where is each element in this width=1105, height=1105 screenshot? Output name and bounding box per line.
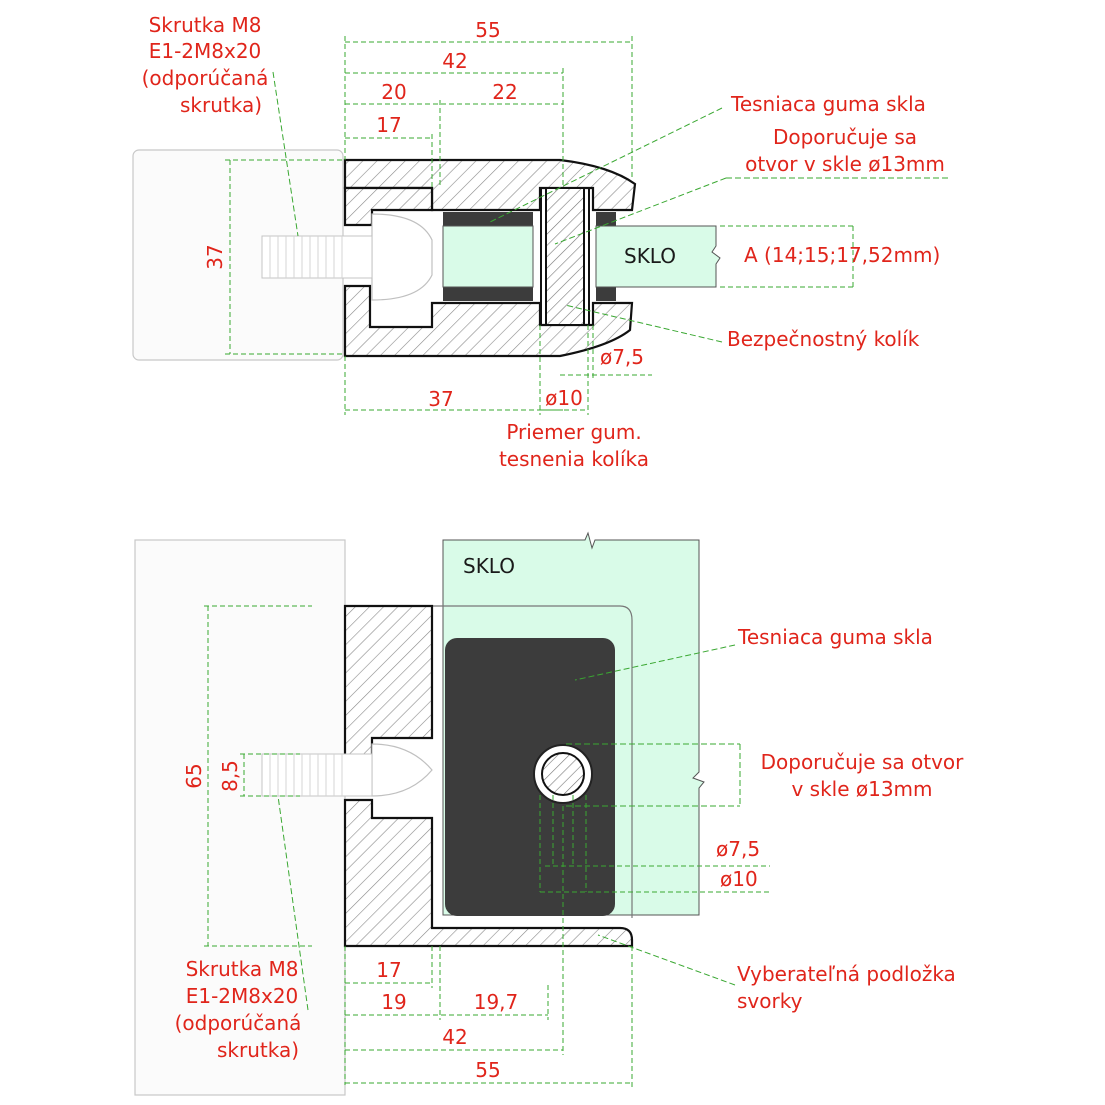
svg-text:E1-2M8x20: E1-2M8x20 — [149, 39, 262, 63]
top-clamp-lower-jaw — [343, 284, 634, 358]
top-view: 55 42 20 22 17 37 37 ø10 ø7,5 Skrutka M8… — [132, 13, 950, 471]
top-thickness-label: A (14;15;17,52mm) — [744, 243, 940, 267]
top-dim-42: 42 — [442, 49, 467, 73]
svg-text:Vyberateľná podložka: Vyberateľná podložka — [737, 962, 956, 986]
top-dim-diameter-7-5: ø7,5 — [600, 345, 644, 369]
bottom-clamp-back-lower — [343, 798, 634, 948]
bottom-dim-19-7: 19,7 — [474, 990, 519, 1014]
top-rubber-right-upper — [596, 212, 616, 226]
svg-text:Doporučuje sa otvor: Doporučuje sa otvor — [761, 750, 965, 774]
top-rubber-upper — [443, 212, 533, 226]
top-safety-pin — [545, 187, 585, 326]
top-dim-37-horizontal: 37 — [428, 387, 453, 411]
svg-text:skrutka): skrutka) — [180, 93, 262, 117]
svg-text:(odporúčaná: (odporúčaná — [142, 66, 269, 90]
bottom-dim-17: 17 — [376, 958, 401, 982]
bottom-dim-diameter-7-5: ø7,5 — [716, 837, 760, 861]
top-glass-label: SKLO — [624, 244, 676, 268]
bottom-dim-8-5: 8,5 — [218, 760, 242, 792]
top-screw-label: Skrutka M8 E1-2M8x20 (odporúčaná skrutka… — [142, 13, 269, 117]
bottom-screw-label: Skrutka M8 E1-2M8x20 (odporúčaná skrutka… — [175, 957, 302, 1062]
top-callout-hole: Doporučuje sa otvor v skle ø13mm — [745, 125, 945, 176]
bottom-glass-label: SKLO — [463, 554, 515, 578]
bottom-dim-19: 19 — [381, 990, 406, 1014]
bottom-dim-42: 42 — [442, 1025, 467, 1049]
bottom-dim-65: 65 — [182, 763, 206, 788]
bottom-callout-hole: Doporučuje sa otvor v skle ø13mm — [761, 750, 965, 801]
top-dim-55: 55 — [475, 18, 500, 42]
svg-text:Skrutka M8: Skrutka M8 — [186, 957, 299, 981]
top-dim-17: 17 — [376, 113, 401, 137]
bottom-mounting-post — [134, 539, 346, 1096]
svg-text:Skrutka M8: Skrutka M8 — [149, 13, 262, 37]
top-rubber-right-lower — [596, 287, 616, 301]
top-callout-pin: Bezpečnostný kolík — [727, 327, 920, 351]
top-dimension-lines — [225, 36, 950, 415]
svg-text:otvor v skle ø13mm: otvor v skle ø13mm — [745, 152, 945, 176]
svg-text:(odporúčaná: (odporúčaná — [175, 1011, 302, 1035]
bottom-clamp-outline — [432, 605, 633, 918]
top-callout-pin-rubber: Priemer gum. tesnenia kolíka — [499, 420, 649, 471]
svg-text:Doporučuje sa: Doporučuje sa — [773, 125, 917, 149]
bottom-view: SKLO 65 8,5 17 19 19,7 42 55 ø7,5 ø10 Te… — [134, 531, 965, 1096]
svg-text:Priemer gum.: Priemer gum. — [506, 420, 641, 444]
svg-text:skrutka): skrutka) — [217, 1038, 299, 1062]
top-dim-22: 22 — [492, 80, 517, 104]
bottom-screw-head — [371, 743, 433, 797]
bottom-dim-diameter-10: ø10 — [720, 867, 758, 891]
bottom-callout-pad: Vyberateľná podložka svorky — [737, 962, 956, 1013]
bottom-clamp-back — [343, 604, 434, 758]
top-screw-head — [371, 213, 433, 301]
bottom-screw-thread — [261, 753, 373, 797]
top-rubber-lower — [443, 287, 533, 301]
top-dim-20: 20 — [381, 80, 406, 104]
svg-text:svorky: svorky — [737, 989, 803, 1013]
top-dim-37-vertical: 37 — [203, 244, 227, 269]
bottom-pin — [541, 752, 585, 796]
svg-text:tesnenia kolíka: tesnenia kolíka — [499, 447, 649, 471]
top-glass-outer — [595, 225, 721, 288]
top-callout-rubber: Tesniaca guma skla — [730, 92, 926, 116]
svg-text:v skle ø13mm: v skle ø13mm — [791, 777, 932, 801]
bottom-dimension-lines — [204, 605, 770, 1088]
top-screw-thread — [261, 235, 373, 279]
bottom-dim-55: 55 — [475, 1058, 500, 1082]
top-glass-inner — [442, 225, 534, 288]
svg-text:E1-2M8x20: E1-2M8x20 — [186, 984, 299, 1008]
bottom-callout-rubber: Tesniaca guma skla — [737, 625, 933, 649]
top-dim-diameter-10: ø10 — [545, 386, 583, 410]
top-clamp-back — [343, 186, 434, 227]
